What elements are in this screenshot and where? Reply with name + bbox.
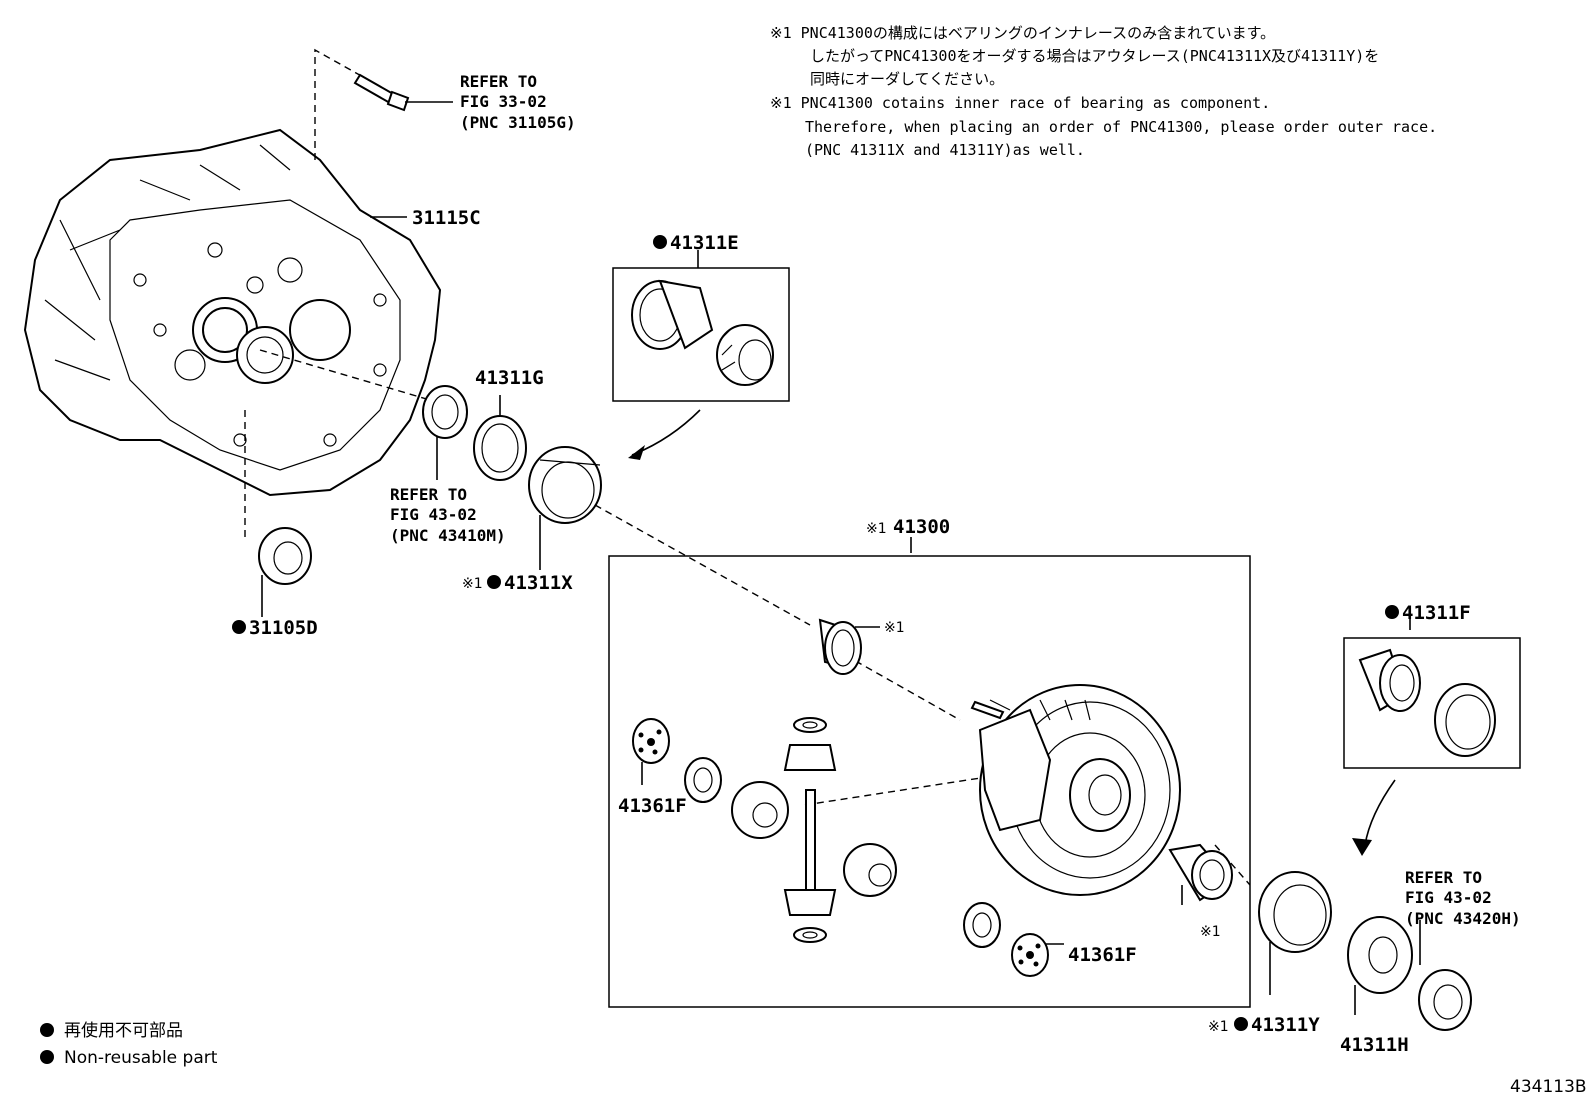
figure-id: 434113B [1510, 1077, 1587, 1097]
refer-43420h-line3: (PNC 43420H) [1405, 909, 1521, 928]
label-41311x[interactable]: ※1 41311X [462, 572, 573, 594]
part-41311y-label[interactable]: 41311Y [1251, 1014, 1320, 1036]
label-41311e[interactable]: 41311E [653, 232, 739, 254]
legend-jp: 再使用不可部品 [64, 1020, 183, 1041]
shim-41311g-drawing [473, 415, 527, 481]
mark-41300: ※1 [866, 521, 887, 537]
label-41300[interactable]: ※1 41300 [866, 516, 950, 538]
pin-drawing [970, 700, 1005, 720]
label-refer-31105g: REFER TO FIG 33-02 (PNC 31105G) [460, 72, 576, 132]
box-41311e [612, 267, 790, 402]
part-41311f-label[interactable]: 41311F [1402, 602, 1471, 624]
arrowhead-41311f [1352, 838, 1372, 856]
washer-41361f-right-drawing [1011, 933, 1049, 977]
inner-race-upper-drawing [818, 618, 862, 675]
legend-dot-en [40, 1050, 54, 1064]
box-41300 [608, 555, 1251, 1008]
bolt-drawing [353, 73, 410, 112]
refer-43410m-line2: FIG 43-02 [390, 505, 477, 524]
label-41311y[interactable]: ※1 41311Y [1208, 1014, 1320, 1036]
note-en-line2: Therefore, when placing an order of PNC4… [805, 118, 1437, 136]
label-refer-43410m: REFER TO FIG 43-02 (PNC 43410M) [390, 485, 506, 545]
part-41311e-label[interactable]: 41311E [670, 232, 739, 254]
shim-41311h-drawing [1347, 916, 1413, 994]
arrow-41311f [1364, 779, 1396, 846]
part-41311x-label[interactable]: 41311X [504, 572, 573, 594]
arrowhead-41311e [628, 445, 645, 460]
mark-inner-race-lower: ※1 [1200, 924, 1221, 940]
part-31105d-label[interactable]: 31105D [249, 617, 318, 639]
notes-block: ※1 PNC41300の構成にはベアリングのインナレースのみ含まれています。 し… [770, 24, 1437, 159]
part-41300-label[interactable]: 41300 [893, 516, 950, 538]
part-41361f-right-label[interactable]: 41361F [1068, 944, 1137, 966]
refer-43410m-line1: REFER TO [390, 485, 467, 504]
part-41361f-left-label[interactable]: 41361F [618, 795, 687, 817]
note-en-line1: ※1 PNC41300 cotains inner race of bearin… [770, 94, 1270, 112]
refer-43420h-line1: REFER TO [1405, 868, 1482, 887]
mark-inner-race-upper: ※1 [884, 620, 905, 636]
label-refer-43420h: REFER TO FIG 43-02 (PNC 43420H) [1405, 868, 1521, 928]
pinion-parts-drawing [684, 717, 1001, 948]
refer-43420h-line2: FIG 43-02 [1405, 888, 1492, 907]
part-41311g-label[interactable]: 41311G [475, 367, 544, 389]
outer-race-41311y-drawing [1258, 871, 1332, 953]
part-31115c-label[interactable]: 31115C [412, 207, 481, 229]
box-41311f [1343, 637, 1521, 769]
note-en-line3: (PNC 41311X and 41311Y)as well. [805, 141, 1085, 159]
inner-race-lower-drawing [1168, 843, 1233, 902]
part-41311h-label[interactable]: 41311H [1340, 1034, 1409, 1056]
legend: 再使用不可部品 Non-reusable part [40, 1020, 218, 1068]
note-jp-line2: したがってPNC41300をオーダする場合はアウタレース(PNC41311X及び… [810, 47, 1379, 65]
seal-43410m-drawing [422, 385, 468, 439]
label-41311f[interactable]: 41311F [1385, 602, 1471, 624]
washer-41361f-left-drawing [632, 718, 670, 764]
ring-gear-drawing [978, 684, 1181, 896]
transaxle-case-drawing [23, 128, 442, 497]
mark-41311y: ※1 [1208, 1019, 1229, 1035]
refer-43410m-line3: (PNC 43410M) [390, 526, 506, 545]
legend-dot-jp [40, 1023, 54, 1037]
bearing-31105d-drawing [258, 527, 312, 585]
seal-43420h-drawing [1418, 969, 1472, 1031]
refer-31105g-line3: (PNC 31105G) [460, 113, 576, 132]
mark-41311x: ※1 [462, 576, 483, 592]
refer-31105g-line2: FIG 33-02 [460, 92, 547, 111]
outer-race-41311x-drawing [528, 446, 602, 524]
label-31105d[interactable]: 31105D [232, 617, 318, 639]
legend-en: Non-reusable part [64, 1048, 218, 1068]
leader-lines [244, 48, 1421, 1015]
refer-31105g-line1: REFER TO [460, 72, 537, 91]
note-jp-line3: 同時にオーダしてください。 [810, 70, 1004, 88]
note-jp-line1: ※1 PNC41300の構成にはベアリングのインナレースのみ含まれています。 [770, 24, 1275, 42]
